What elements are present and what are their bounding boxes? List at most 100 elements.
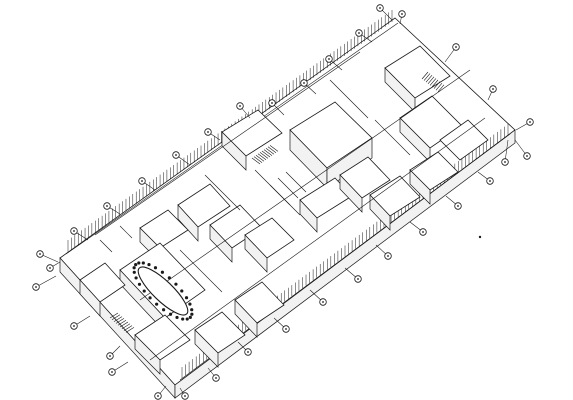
chair <box>160 270 165 274</box>
chair <box>181 317 185 321</box>
chair <box>132 266 136 270</box>
stair-tread <box>431 79 439 88</box>
stair-north-east <box>421 71 445 92</box>
stair-tread <box>429 78 437 86</box>
conference-table <box>132 261 194 321</box>
callout-bubble-center <box>271 102 273 104</box>
callout-bubble-center <box>457 205 459 207</box>
stair-tread <box>119 321 129 328</box>
callout-bubble-center <box>455 46 457 48</box>
callout-bubble-center <box>322 301 324 303</box>
chair <box>185 317 189 321</box>
callout-markers <box>32 4 534 400</box>
callout-bubble-center <box>504 161 506 163</box>
stair-south-west <box>109 312 135 333</box>
stair-tread <box>421 71 429 80</box>
stair-tread <box>123 325 133 331</box>
callout-bubble-center <box>35 286 37 288</box>
chair <box>174 282 178 286</box>
callout-leader <box>35 275 57 288</box>
callout-bubble-center <box>422 231 424 233</box>
callout-bubble-center <box>239 105 241 107</box>
stairs <box>109 71 445 333</box>
stair-tread <box>263 149 273 156</box>
chair <box>137 282 142 286</box>
callout-bubble-center <box>492 88 494 90</box>
stair-tread <box>265 147 275 155</box>
chair <box>184 296 189 300</box>
chair <box>134 263 138 267</box>
stair-tread <box>259 152 269 159</box>
stair-tread <box>261 150 271 158</box>
stair-tread <box>255 154 265 162</box>
callout-bubble-center <box>215 377 217 379</box>
chair <box>190 312 194 316</box>
callout-bubble-center <box>526 155 528 157</box>
callout-bubble-center <box>387 255 389 257</box>
stair-tread <box>253 156 263 163</box>
callout-bubble-center <box>184 395 186 397</box>
stair-tread <box>433 81 441 89</box>
chair <box>142 289 146 293</box>
stair-tread <box>425 75 433 83</box>
callout-bubble-center <box>303 82 305 84</box>
chair <box>180 289 184 293</box>
chair <box>141 261 145 265</box>
stair-tread <box>423 73 431 81</box>
chair <box>190 308 194 312</box>
stair-tread <box>267 146 277 154</box>
chair <box>134 276 138 280</box>
callout-bubble-center <box>207 131 209 133</box>
stair-tread <box>427 76 435 84</box>
callout-bubble-center <box>358 32 360 34</box>
callout-bubble-center <box>106 205 108 207</box>
stair-tread <box>121 323 131 330</box>
callout-bubble-center <box>529 121 531 123</box>
callout-bubble-center <box>379 7 381 9</box>
callout-bubble-center <box>489 180 491 182</box>
chair <box>148 296 152 300</box>
stair-tread <box>251 157 261 165</box>
chair <box>168 312 173 316</box>
callout-bubble-center <box>175 154 177 156</box>
east-corner-room <box>439 119 489 161</box>
room-blocks <box>79 45 489 375</box>
chair <box>167 276 171 280</box>
callout-bubble-center <box>328 58 330 60</box>
stair-north-central <box>251 145 279 165</box>
conference-chairs <box>132 261 194 321</box>
callout-bubble-center <box>49 267 51 269</box>
callout-bubble-center <box>111 371 113 373</box>
callout-bubble-center <box>357 278 359 280</box>
chair <box>147 262 151 267</box>
stair-tread <box>269 145 279 152</box>
stair-tread <box>435 83 443 91</box>
chair <box>175 315 179 320</box>
interior-partitions <box>94 51 486 361</box>
callout-bubble-center <box>141 180 143 182</box>
stair-tread <box>125 327 135 333</box>
callout-bubble-center <box>39 253 41 255</box>
callout-leader <box>504 139 509 163</box>
chair <box>155 302 159 306</box>
stair-tread <box>113 316 123 322</box>
callout-bubble-center <box>157 395 159 397</box>
callout-bubble-center <box>285 328 287 330</box>
callout-bubble-center <box>401 13 403 15</box>
stair-tread <box>117 319 127 326</box>
stair-tread <box>109 312 119 319</box>
callout-bubble-center <box>247 351 249 353</box>
chair <box>153 266 158 270</box>
stair-tread <box>257 153 267 161</box>
stair-tread <box>437 84 445 92</box>
stair-tread <box>111 314 121 321</box>
chair <box>132 270 136 274</box>
callout-bubble-center <box>73 325 75 327</box>
stray-dot <box>478 235 482 239</box>
chair <box>188 315 192 319</box>
stair-tread <box>115 318 125 324</box>
chair <box>188 302 192 306</box>
callout-bubble-center <box>73 230 75 232</box>
